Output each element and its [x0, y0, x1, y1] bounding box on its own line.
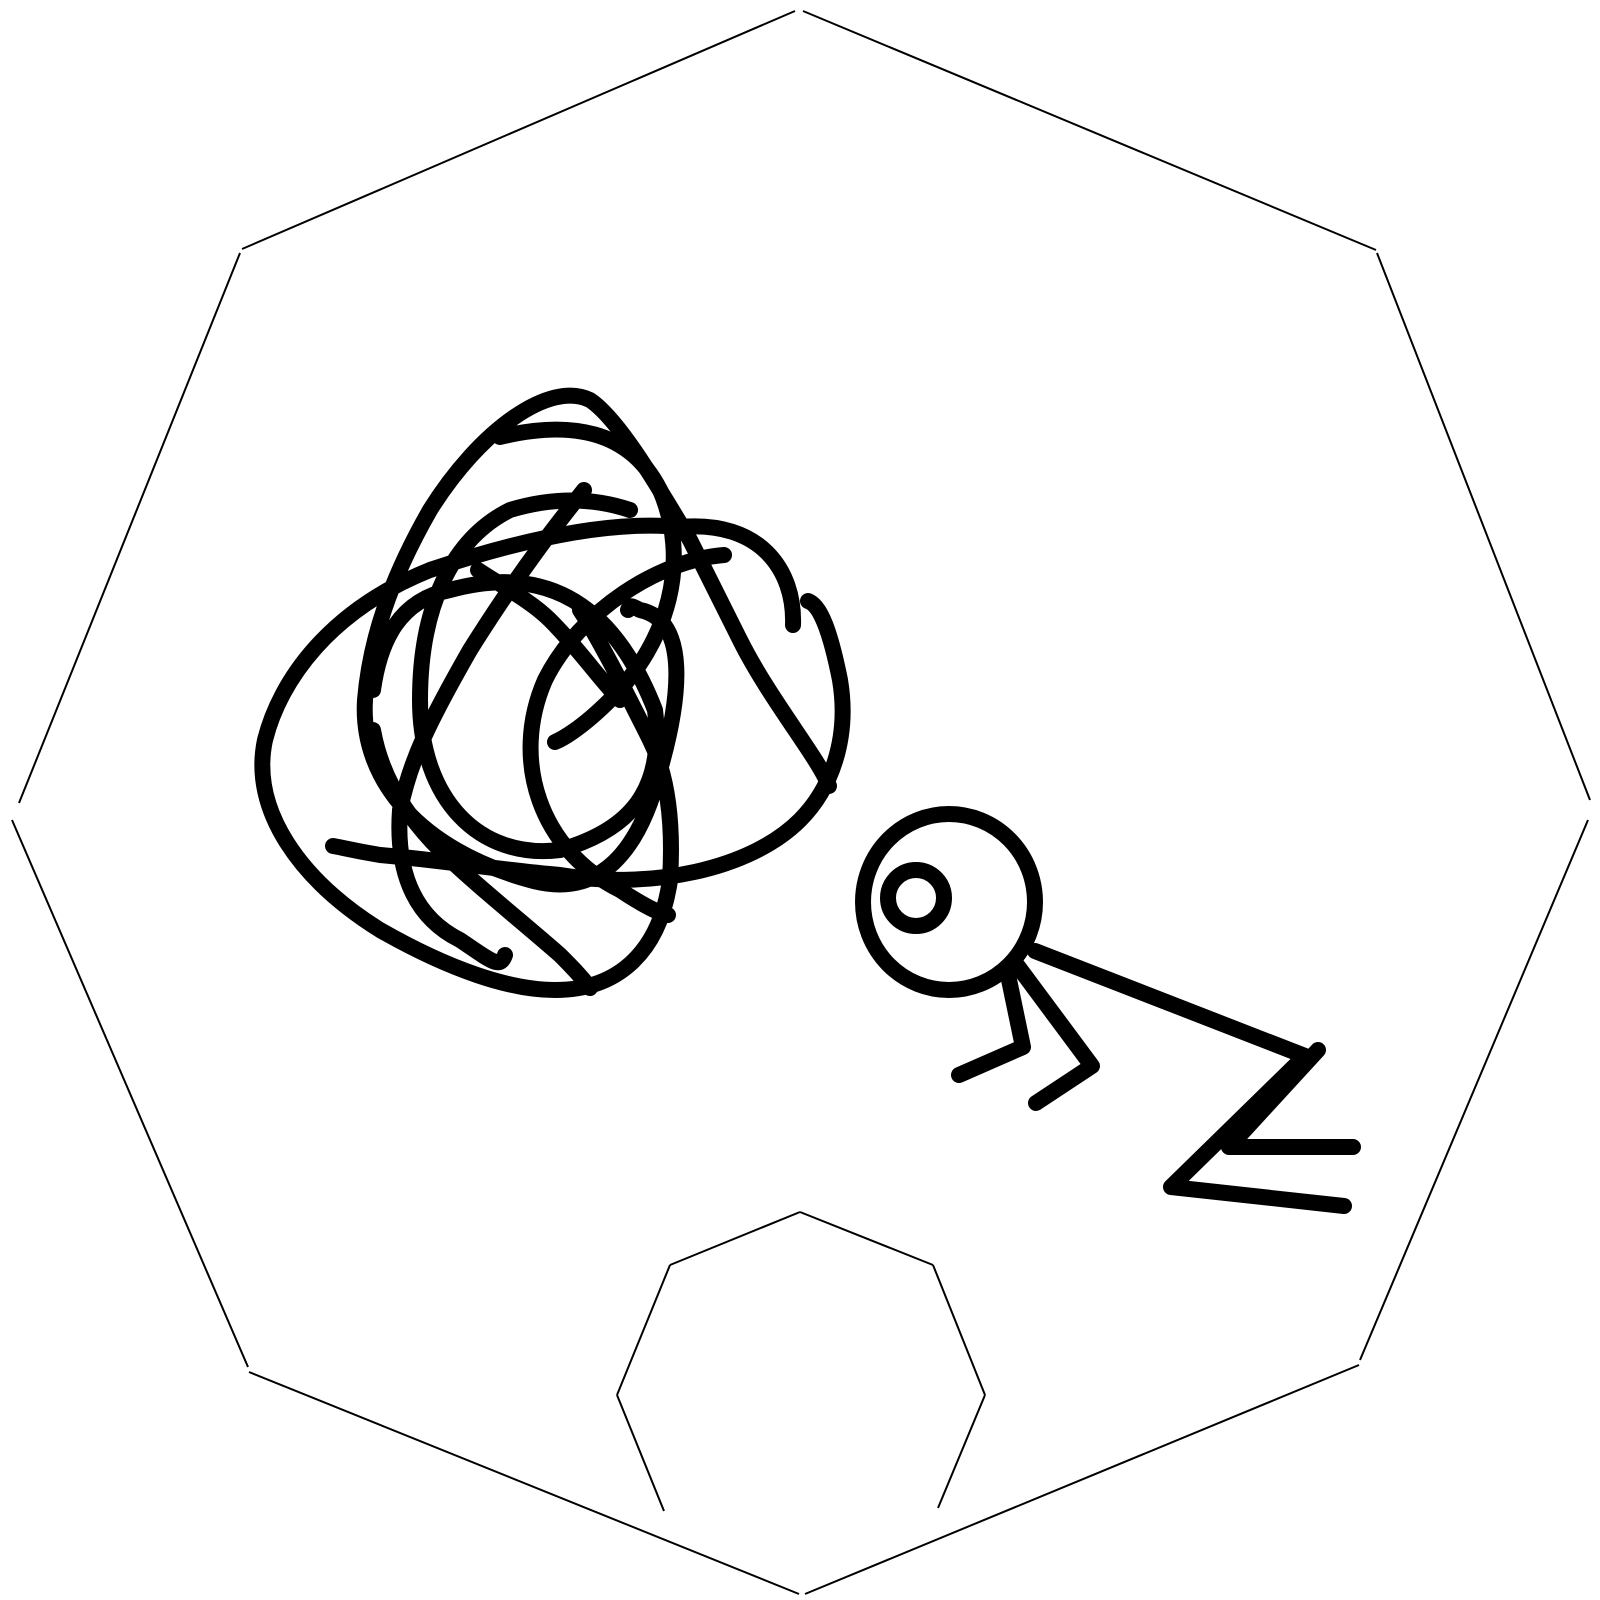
figure-upper-leg [1221, 1042, 1361, 1155]
stick-figure [855, 806, 1361, 1214]
figure-eye [880, 862, 952, 934]
figure-arm-left [951, 962, 1031, 1083]
inner-octagon-outline [616, 1211, 986, 1512]
figure-arm-right [1006, 953, 1100, 1111]
outer-octagon-outline [11, 10, 1591, 1595]
scribble-ball [254, 387, 851, 998]
figure-head [855, 806, 1043, 998]
figure-body-and-leg [1027, 943, 1352, 1214]
